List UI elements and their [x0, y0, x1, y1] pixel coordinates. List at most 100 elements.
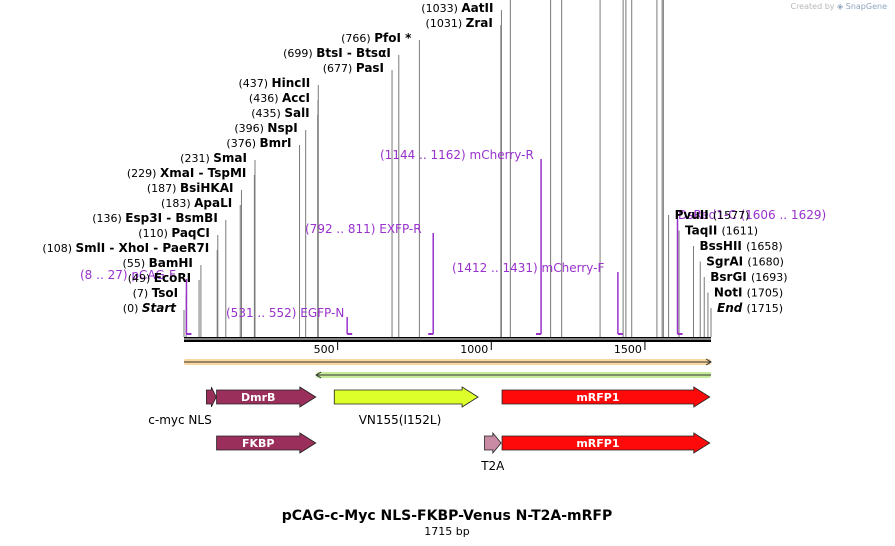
enzyme-right-label-5: NotI (1705)	[714, 286, 783, 300]
feature-caption-2: VN155(I152L)	[359, 413, 442, 427]
enzyme-position: (435)	[251, 107, 284, 120]
enzyme-name: SalI	[284, 106, 309, 120]
enzyme-label-15: (437) HincII	[238, 76, 310, 90]
feature-name-4: FKBP	[242, 437, 274, 450]
sequence-length: 1715 bp	[424, 525, 469, 538]
enzyme-position: (1031)	[426, 17, 466, 30]
primer-name: DsRed1-C	[678, 208, 740, 222]
feature-arrow-6	[501, 432, 711, 454]
enzyme-position: (1705)	[747, 287, 784, 300]
feature-arrow-2	[333, 386, 479, 408]
primer-name: EXFP-R	[379, 222, 421, 236]
enzyme-label-16: (677) PasI	[323, 61, 384, 75]
enzyme-position: (229)	[127, 167, 160, 180]
enzyme-label-6: (136) Esp3I - BsmBI	[92, 211, 218, 225]
orf-head-0	[705, 358, 712, 366]
enzyme-right-label-4: BsrGI (1693)	[710, 270, 787, 284]
enzyme-name: PfoI *	[374, 31, 412, 45]
enzyme-position: (110)	[138, 227, 171, 240]
primer-label-3: (1144 .. 1162) mCherry-R	[380, 148, 534, 162]
snapgene-logo-icon: ◈	[837, 2, 844, 11]
primer-range: (1606 .. 1629)	[740, 208, 826, 222]
primer-label-4: (1412 .. 1431) mCherry-F	[452, 261, 604, 275]
primer-range: (792 .. 811)	[305, 222, 379, 236]
enzyme-name: TsoI	[152, 286, 178, 300]
primer-name: mCherry-F	[542, 261, 605, 275]
enzyme-position: (1577)	[713, 209, 750, 222]
enzyme-position: (1658)	[746, 240, 783, 253]
enzyme-name: PaqCI	[171, 226, 209, 240]
enzyme-position: (677)	[323, 62, 356, 75]
enzyme-position: (1033)	[421, 2, 461, 15]
enzyme-name: XmaI - TspMI	[160, 166, 246, 180]
primer-label-1: (531 .. 552) EGFP-N	[226, 306, 344, 320]
primer-range: (8 .. 27)	[80, 268, 131, 282]
enzyme-position: (437)	[238, 77, 271, 90]
primer-name: mCherry-R	[470, 148, 534, 162]
enzyme-name: PvuII	[675, 208, 713, 222]
enzyme-label-20: (1033) AatII	[421, 1, 493, 15]
enzyme-label-18: (766) PfoI *	[341, 31, 412, 45]
feature-caption-0: c-myc NLS	[148, 413, 211, 427]
enzyme-name: End	[717, 301, 747, 315]
enzyme-position: (1611)	[721, 225, 758, 238]
enzyme-position: (766)	[341, 32, 374, 45]
enzyme-name: NspI	[267, 121, 297, 135]
enzyme-position: (49)	[128, 272, 154, 285]
enzyme-name: TaqII	[685, 224, 721, 238]
feature-caption-5: T2A	[480, 459, 505, 473]
credit-brand: SnapGene	[845, 2, 887, 11]
feature-arrow-5	[484, 431, 502, 455]
orf-head-1	[315, 371, 322, 379]
primer-range: (1144 .. 1162)	[380, 148, 470, 162]
enzyme-name: HincII	[272, 76, 311, 90]
credit-prefix: Created by	[790, 2, 835, 11]
map-title: pCAG-c-Myc NLS-FKBP-Venus N-T2A-mRFP	[282, 508, 613, 524]
feature-arrow-3	[501, 386, 711, 408]
credit-watermark: Created by ◈ SnapGene	[790, 2, 887, 11]
primer-range: (1412 .. 1431)	[452, 261, 542, 275]
enzyme-right-label-0: PvuII (1577)	[675, 208, 750, 222]
feature-arrow-0	[206, 386, 217, 408]
feature-arrows: c-myc NLSDmrBVN155(I152L)mRFP1FKBPT2AmRF…	[148, 386, 711, 473]
primer-name: EGFP-N	[300, 306, 344, 320]
enzyme-label-17: (699) BtsI - BtsαI	[283, 46, 391, 60]
enzyme-label-9: (229) XmaI - TspMI	[127, 166, 246, 180]
enzyme-label-0: (0) Start	[123, 301, 177, 315]
enzyme-name: ApaLI	[194, 196, 232, 210]
enzyme-label-13: (435) SalI	[251, 106, 309, 120]
enzyme-name: SgrAI	[706, 255, 747, 269]
enzyme-position: (108)	[42, 242, 75, 255]
feature-name-1: DmrB	[241, 391, 275, 404]
feature-name-6: mRFP1	[576, 437, 619, 450]
primer-range: (531 .. 552)	[226, 306, 300, 320]
enzyme-name: AatII	[461, 1, 493, 15]
enzyme-label-19: (1031) ZraI	[426, 16, 493, 30]
enzyme-name: PasI	[356, 61, 384, 75]
enzyme-labels: (0) Start(7) TsoI(49) EcoRI(55) BamHI(10…	[42, 1, 787, 315]
enzyme-position: (187)	[147, 182, 180, 195]
enzyme-name: Esp3I - BsmBI	[125, 211, 217, 225]
enzyme-name: BamHI	[149, 256, 193, 270]
orf-arrows	[184, 358, 712, 379]
enzyme-name: BsiHKAI	[180, 181, 234, 195]
enzyme-position: (183)	[161, 197, 194, 210]
enzyme-position: (699)	[283, 47, 316, 60]
primer-name: pCAG-F	[131, 268, 176, 282]
enzyme-name: BtsI - BtsαI	[316, 46, 391, 60]
primer-sites: (8 .. 27) pCAG-F (531 .. 552) EGFP-N (79…	[80, 148, 826, 335]
ruler-label: 1500	[614, 343, 642, 356]
enzyme-position: (376)	[226, 137, 259, 150]
enzyme-right-label-3: SgrAI (1680)	[706, 255, 784, 269]
enzyme-name: BsrGI	[710, 270, 751, 284]
enzyme-name: NotI	[714, 286, 747, 300]
enzyme-label-3: (55) BamHI	[123, 256, 193, 270]
enzyme-position: (396)	[234, 122, 267, 135]
enzyme-position: (0)	[123, 302, 142, 315]
feature-name-3: mRFP1	[576, 391, 619, 404]
enzyme-position: (436)	[249, 92, 282, 105]
enzyme-name: SmaI	[213, 151, 247, 165]
primer-label-2: (792 .. 811) EXFP-R	[305, 222, 422, 236]
